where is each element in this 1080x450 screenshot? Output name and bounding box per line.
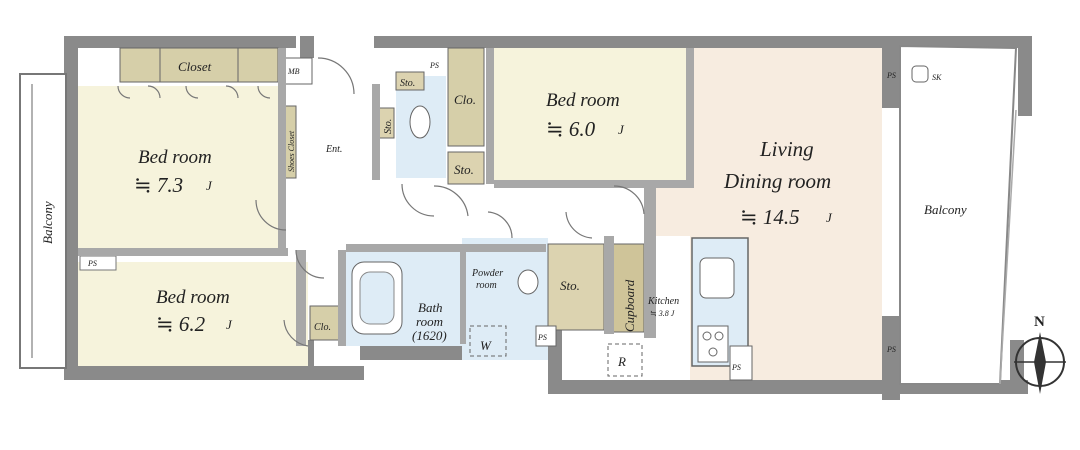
bath-name-1: Bath — [418, 300, 443, 315]
bath-name-2: room — [416, 314, 443, 329]
sto-hall — [447, 151, 485, 185]
closet-label: Closet — [178, 59, 212, 74]
powder-floor — [462, 238, 548, 360]
mb-box — [281, 57, 313, 85]
bedroom-6-2-name: Bed room — [156, 287, 230, 308]
bedroom-6-2-floor — [78, 262, 308, 366]
ps-living-north-label: PS — [886, 71, 896, 80]
closet-north — [119, 47, 279, 83]
fridge-label: R — [617, 354, 626, 369]
bedroom-6-0-floor — [492, 48, 690, 184]
sto-kitchen — [547, 243, 605, 331]
mb-label: MB — [287, 67, 300, 76]
room-labels: Bed room ≒ 7.3 J Bed room ≒ 6.0 J Bed ro… — [40, 59, 967, 372]
sk-label: SK — [932, 73, 942, 82]
bedroom-7-3-floor — [78, 86, 282, 248]
ps-living-south-label: PS — [886, 345, 896, 354]
living-name-1: Living — [759, 137, 814, 161]
living-name-2: Dining room — [723, 169, 831, 193]
powder-name-1: Powder — [471, 268, 503, 279]
west-balcony — [19, 73, 67, 369]
ps-bed3 — [79, 255, 117, 271]
shoes-closet-label: Shoes Closet — [287, 130, 296, 172]
living-size: ≒ 14.5 — [740, 205, 800, 229]
clo-bedroom-6-0 — [447, 47, 485, 147]
ps-bed3-label: PS — [87, 259, 97, 268]
washer-label: W — [480, 338, 492, 353]
kitchen-sink — [699, 257, 735, 299]
bedroom-6-0-size: ≒ 6.0 — [546, 117, 596, 141]
sto-entry-label: Sto. — [383, 119, 394, 134]
entrance-label: Ent. — [325, 144, 342, 155]
sto-hall-label: Sto. — [454, 162, 474, 177]
fixtures — [351, 65, 929, 377]
interior-walls — [78, 48, 694, 346]
powder-name-2: room — [476, 280, 497, 291]
washbasin — [517, 269, 539, 295]
north-arrow: N — [1014, 314, 1066, 394]
toilet — [409, 105, 431, 139]
bedroom-7-3-name: Bed room — [138, 147, 212, 168]
east-balcony-label: Balcony — [924, 202, 967, 217]
clo-bedroom-6-0-label: Clo. — [454, 92, 476, 107]
living-unit: J — [826, 210, 833, 225]
bedroom-6-0-name: Bed room — [546, 90, 620, 111]
bedroom-6-2-size: ≒ 6.2 — [156, 312, 206, 336]
sto-toilet — [395, 71, 425, 91]
slop-sink — [911, 65, 929, 83]
bedroom-7-3-unit: J — [206, 178, 213, 193]
bedroom-7-3-size: ≒ 7.3 — [134, 173, 183, 197]
fridge-space — [607, 343, 643, 377]
ps-toilet-label: PS — [429, 61, 439, 70]
kitchen-name: Kitchen — [647, 296, 679, 307]
sto-toilet-label: Sto. — [400, 78, 415, 89]
bedroom-6-2-unit: J — [226, 317, 233, 332]
ps-kitchen — [729, 345, 753, 381]
bath-name-3: (1620) — [412, 328, 447, 343]
west-balcony-label: Balcony — [40, 201, 55, 244]
kitchen-size: ≒ 3.8 J — [650, 309, 675, 318]
cupboard-label: Cupboard — [622, 279, 637, 332]
ps-kitchen-label: PS — [731, 363, 741, 372]
bedroom-6-0-unit: J — [618, 122, 625, 137]
ps-powder — [535, 325, 557, 347]
door-swings — [117, 57, 645, 347]
north-label: N — [1034, 314, 1045, 330]
east-balcony — [899, 44, 1018, 385]
sto-kitchen-label: Sto. — [560, 278, 580, 293]
ps-powder-label: PS — [537, 333, 547, 342]
cooktop — [697, 325, 729, 363]
clo-bedroom-6-2-label: Clo. — [314, 322, 331, 333]
washer-space — [469, 325, 507, 357]
